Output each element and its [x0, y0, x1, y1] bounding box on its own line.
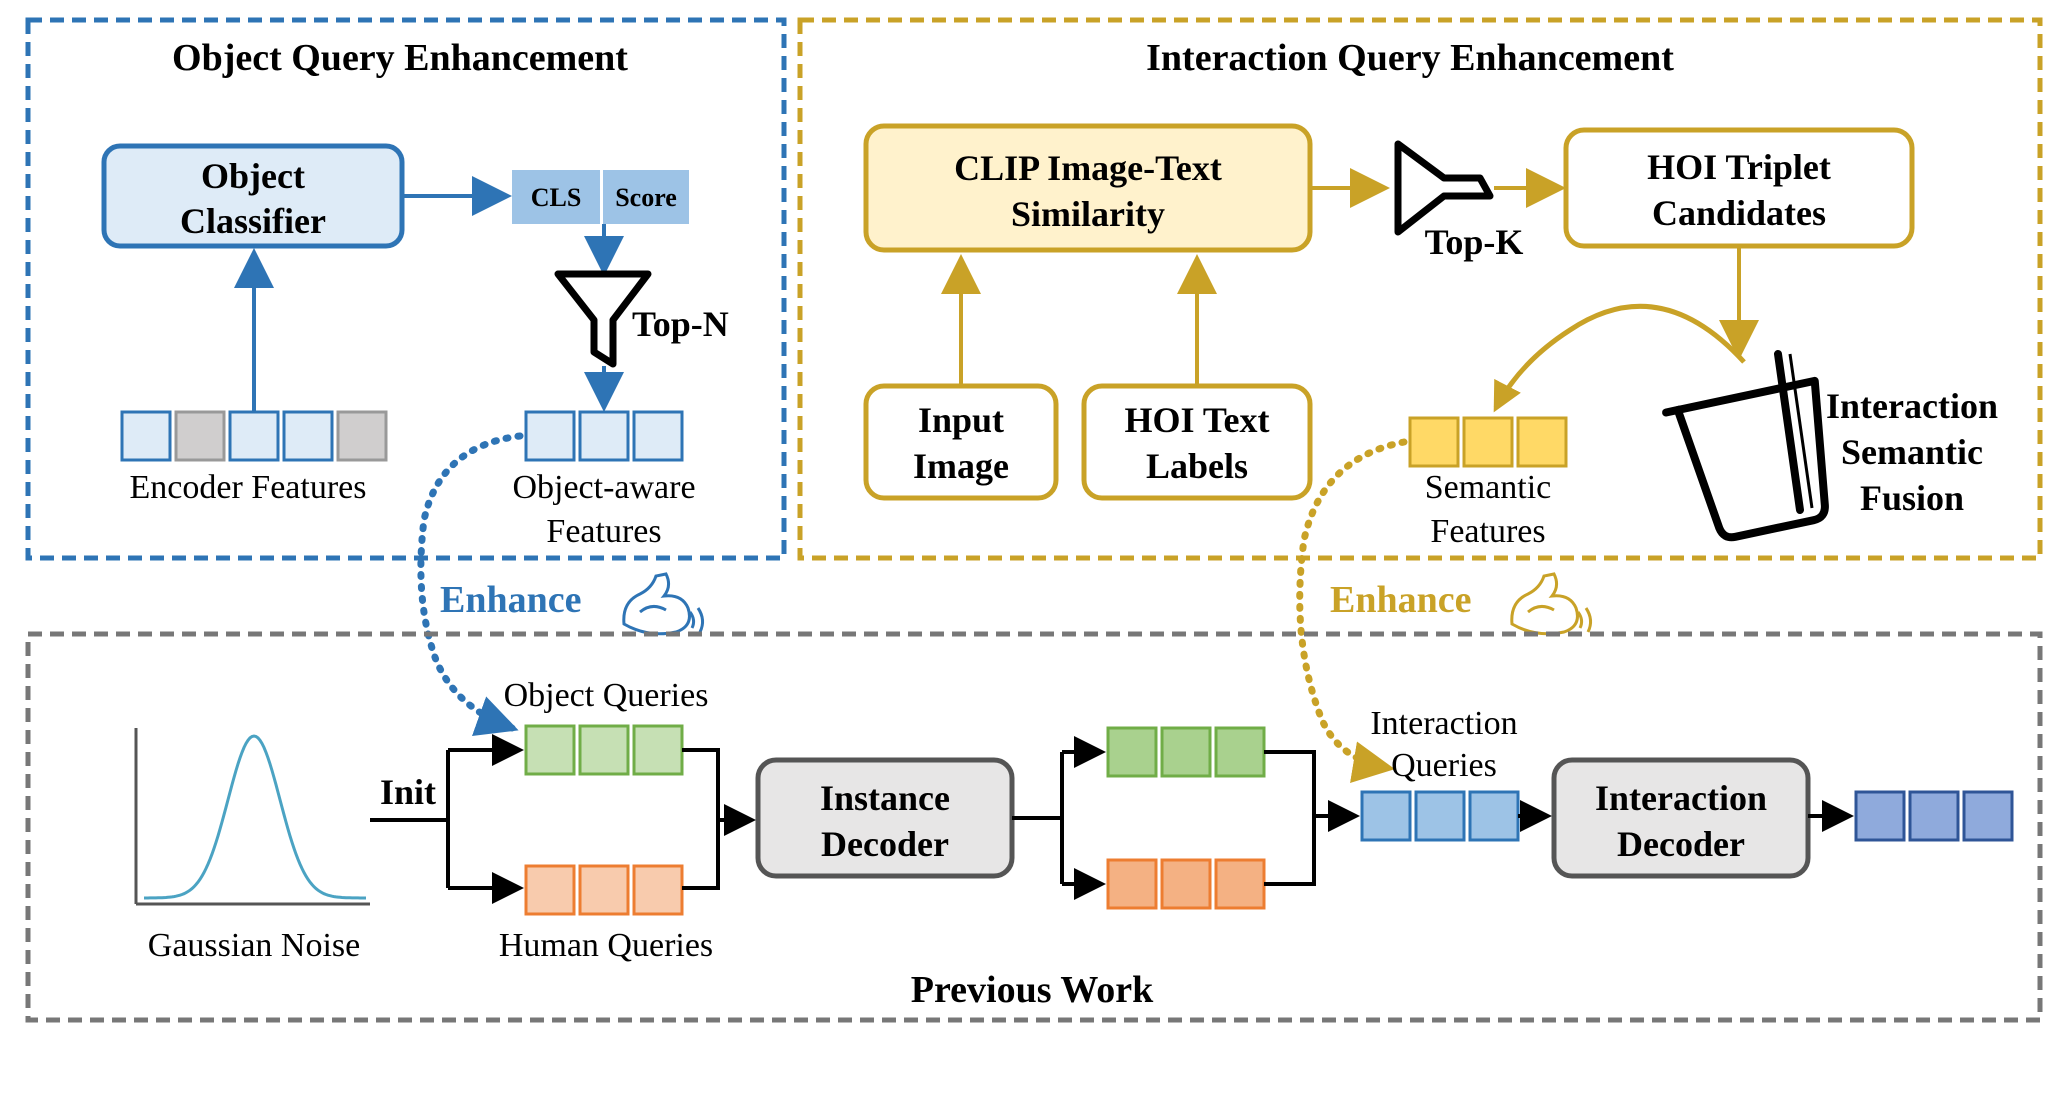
- encoder-feature-cell: [174, 410, 226, 462]
- object-classifier-label-1: Object: [201, 156, 305, 196]
- semantic-feature-cell: [1462, 416, 1514, 468]
- interaction-query-cell: [1468, 790, 1520, 842]
- enhance-label-left: Enhance: [440, 579, 581, 621]
- encoder-features-label: Encoder Features: [130, 469, 367, 506]
- flexed-arm-icon: [1510, 572, 1593, 636]
- semantic-label-1: Semantic: [1425, 469, 1552, 506]
- interaction-queries-label-1: Interaction: [1370, 705, 1517, 742]
- encoder-features: [120, 410, 388, 462]
- decoded-human-cell: [1214, 858, 1266, 910]
- semantic-features: [1408, 416, 1568, 468]
- object-aware-feature-cell: [524, 410, 576, 462]
- input-image-label-2: Image: [913, 446, 1009, 486]
- object-classifier-label-2: Classifier: [180, 201, 326, 241]
- decoded-object-cell: [1160, 726, 1212, 778]
- object-aware-feature-cell: [578, 410, 630, 462]
- enhance-label-right: Enhance: [1330, 579, 1471, 621]
- score-label: Score: [615, 183, 677, 212]
- human-query-cell: [632, 864, 684, 916]
- interaction-queries: [1360, 790, 1520, 842]
- funnel-icon: [554, 270, 652, 368]
- fusion-label-2: Semantic: [1841, 432, 1983, 472]
- instance-decoder-label-2: Decoder: [821, 824, 949, 864]
- top-k-label: Top-K: [1425, 222, 1524, 262]
- gaussian-noise-label: Gaussian Noise: [148, 927, 360, 964]
- hoi-triplet-label-1: HOI Triplet: [1647, 147, 1831, 187]
- object-queries-label: Object Queries: [504, 677, 709, 714]
- decoded-human-cell: [1160, 858, 1212, 910]
- hoi-text-label-1: HOI Text: [1124, 400, 1269, 440]
- cls-cell: [512, 170, 600, 224]
- semantic-feature-cell: [1408, 416, 1460, 468]
- interaction-query-enhancement-panel: Interaction Query Enhancement CLIP Image…: [797, 17, 2043, 561]
- output-cell: [1962, 790, 2014, 842]
- interaction-query-cell: [1360, 790, 1412, 842]
- object-queries: [524, 724, 684, 776]
- object-query-cell: [632, 724, 684, 776]
- object-aware-features: [524, 410, 684, 462]
- human-query-cell: [578, 864, 630, 916]
- output-cell: [1908, 790, 1960, 842]
- decoded-human-queries: [1106, 858, 1266, 910]
- decoded-object-queries: [1106, 726, 1266, 778]
- interaction-queries-label-2: Queries: [1391, 747, 1497, 784]
- gaussian-curve-icon: [134, 728, 370, 906]
- human-queries-label: Human Queries: [499, 927, 713, 964]
- flexed-arm-icon: [622, 572, 705, 636]
- encoder-feature-cell: [336, 410, 388, 462]
- output-cell: [1854, 790, 1906, 842]
- object-query-cell: [578, 724, 630, 776]
- object-query-cell: [524, 724, 576, 776]
- cls-label: CLS: [531, 183, 582, 212]
- oqe-border: [25, 17, 787, 561]
- fusion-label-3: Fusion: [1860, 478, 1964, 518]
- enhance-interaction-arrow: [1296, 438, 1408, 783]
- fusion-label-1: Interaction: [1826, 386, 1998, 426]
- input-image-label-1: Input: [918, 400, 1004, 440]
- semantic-label-2: Features: [1430, 513, 1545, 550]
- object-aware-feature-cell: [632, 410, 684, 462]
- previous-work-border: [25, 631, 2043, 1023]
- clip-label-1: CLIP Image-Text: [954, 148, 1222, 188]
- funnel-icon: [1394, 140, 1494, 236]
- previous-work-panel: Previous Work Gaussian Noise Init Object…: [25, 631, 2043, 1023]
- semantic-feature-cell: [1516, 416, 1568, 468]
- iqe-border: [797, 17, 2043, 561]
- object-aware-label-1: Object-aware: [512, 469, 695, 506]
- human-queries: [524, 864, 684, 916]
- interaction-query-cell: [1414, 790, 1466, 842]
- encoder-feature-cell: [282, 410, 334, 462]
- hoi-triplet-label-2: Candidates: [1652, 193, 1826, 233]
- iqe-title: Interaction Query Enhancement: [1146, 37, 1674, 79]
- object-query-enhancement-panel: Object Query Enhancement Object Classifi…: [25, 17, 787, 561]
- human-query-cell: [524, 864, 576, 916]
- fusion-to-semantic-arrow: [1493, 303, 1746, 413]
- output-predictions: [1854, 790, 2014, 842]
- top-n-label: Top-N: [632, 304, 729, 344]
- enhance-object-arrow: [417, 432, 524, 736]
- hoi-text-label-2: Labels: [1146, 446, 1248, 486]
- score-cell: [603, 170, 689, 224]
- init-label: Init: [380, 772, 436, 812]
- encoder-feature-cell: [120, 410, 172, 462]
- interaction-decoder-label-2: Decoder: [1617, 824, 1745, 864]
- beaker-icon: [1662, 350, 1829, 542]
- oqe-title: Object Query Enhancement: [172, 37, 628, 79]
- encoder-feature-cell: [228, 410, 280, 462]
- clip-label-2: Similarity: [1011, 194, 1165, 234]
- decoded-object-cell: [1106, 726, 1158, 778]
- decoded-object-cell: [1214, 726, 1266, 778]
- object-aware-label-2: Features: [546, 513, 661, 550]
- interaction-decoder-label-1: Interaction: [1595, 778, 1767, 818]
- instance-decoder-label-1: Instance: [820, 778, 950, 818]
- previous-work-title: Previous Work: [911, 969, 1154, 1011]
- decoded-human-cell: [1106, 858, 1158, 910]
